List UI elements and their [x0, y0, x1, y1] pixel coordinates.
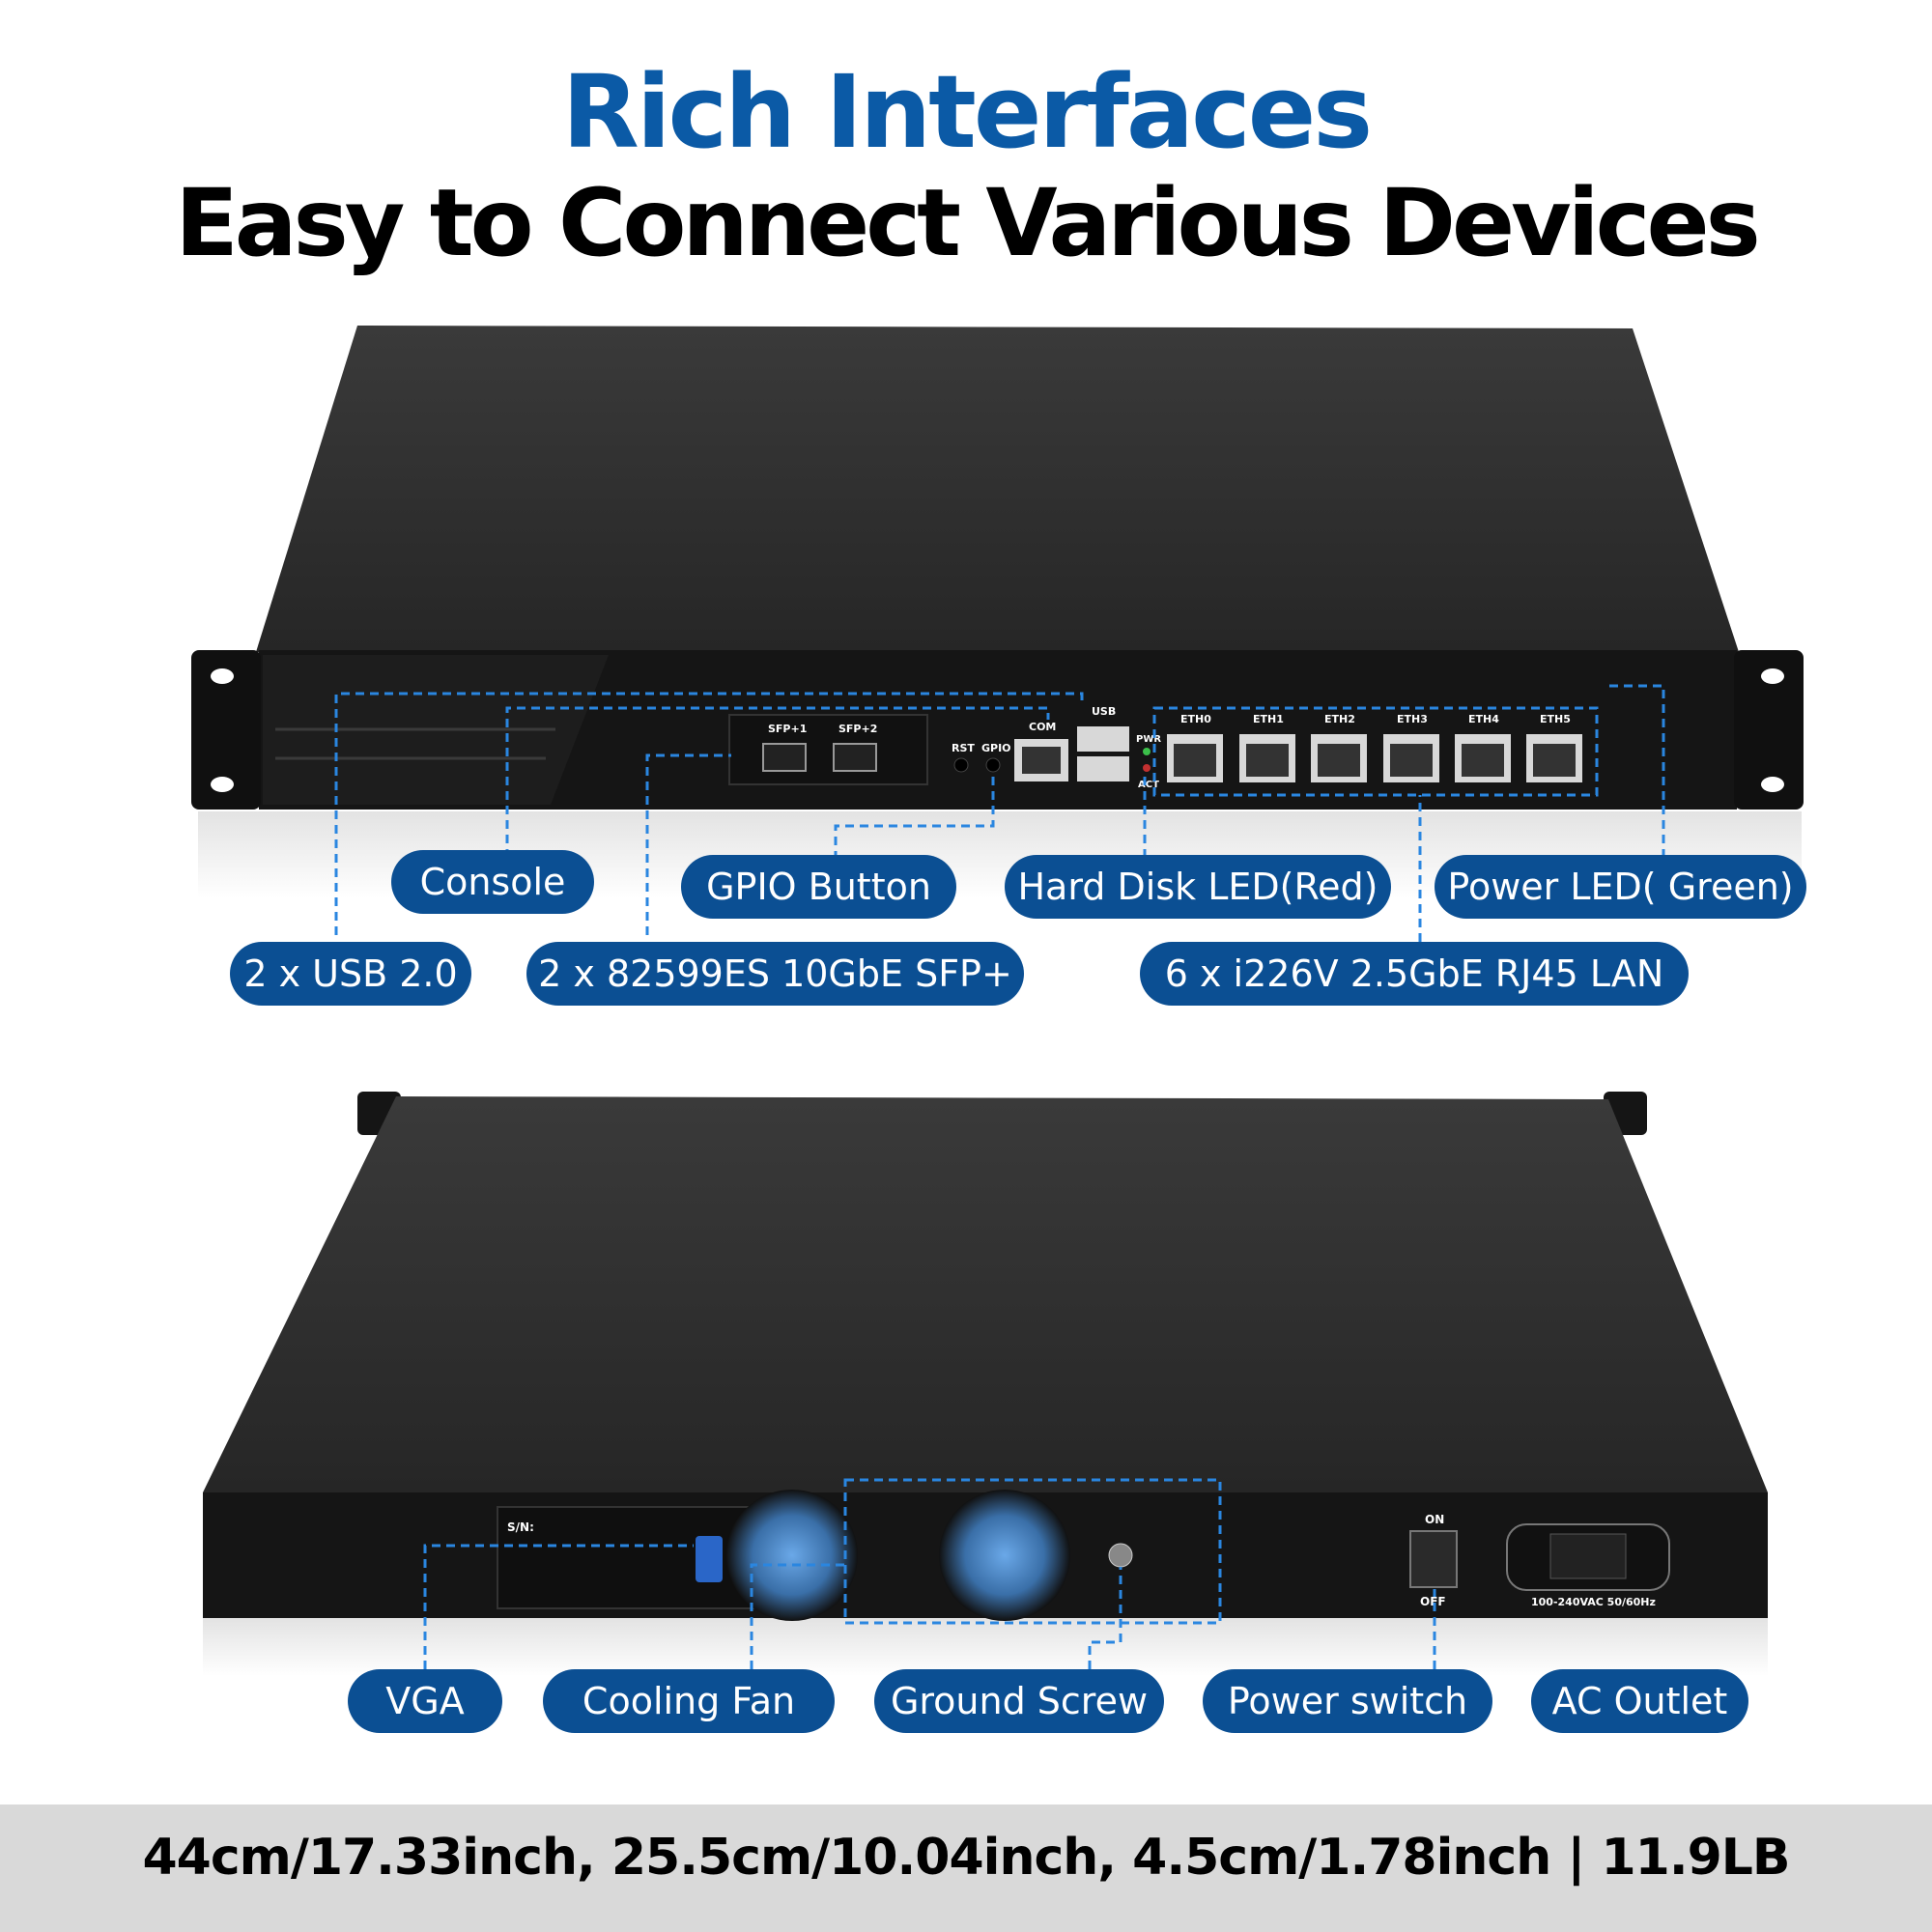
eth-label: ETH5: [1540, 713, 1571, 725]
usb-label: USB: [1092, 705, 1116, 718]
callout-lan: 6 x i226V 2.5GbE RJ45 LAN: [1140, 942, 1689, 1006]
off-label: OFF: [1420, 1595, 1446, 1608]
eth-label: ETH4: [1468, 713, 1499, 725]
ear-hole: [211, 777, 234, 792]
callout-ground-screw: Ground Screw: [874, 1669, 1164, 1733]
sfp2-port: [833, 743, 877, 772]
front-rack-ear-right: [1734, 650, 1804, 810]
power-switch: [1409, 1530, 1458, 1588]
pwr-label: PWR: [1136, 734, 1161, 745]
sn-label: S/N:: [507, 1520, 534, 1534]
gpio-button: [985, 757, 1001, 773]
callout-usb: 2 x USB 2.0: [230, 942, 471, 1006]
rear-unit: S/N: ON OFF 100-240VAC 50/60Hz: [203, 1092, 1768, 1676]
callout-console: Console: [391, 850, 594, 914]
page-title: Rich Interfaces: [561, 53, 1373, 171]
callout-power-led: Power LED( Green): [1435, 855, 1806, 919]
sfp1-port: [762, 743, 807, 772]
callout-ac-outlet: AC Outlet: [1531, 1669, 1748, 1733]
on-label: ON: [1425, 1513, 1444, 1526]
cooling-fan-2: [939, 1490, 1070, 1621]
sfp1-label: SFP+1: [768, 723, 807, 735]
eth-label: ETH0: [1180, 713, 1211, 725]
usb-port-1: [1077, 726, 1129, 752]
footer-bar: [0, 1804, 1932, 1932]
cooling-fan-1: [726, 1490, 858, 1621]
callout-sfp: 2 x 82599ES 10GbE SFP+: [526, 942, 1024, 1006]
rear-reflection: [203, 1618, 1768, 1676]
ground-screw: [1108, 1543, 1133, 1568]
rst-button: [953, 757, 969, 773]
callout-power-switch: Power switch: [1203, 1669, 1492, 1733]
eth-label: ETH2: [1324, 713, 1355, 725]
callout-hdd-led: Hard Disk LED(Red): [1005, 855, 1391, 919]
page-subtitle: Easy to Connect Various Devices: [175, 169, 1761, 277]
callout-gpio-button: GPIO Button: [681, 855, 956, 919]
hdd-led: [1143, 764, 1151, 772]
callout-cooling-fan: Cooling Fan: [543, 1669, 835, 1733]
usb-port-2: [1077, 756, 1129, 781]
rst-label: RST: [952, 742, 975, 754]
eth-ports: ETH0 ETH1 ETH2 ETH3 ETH4 ETH5: [1167, 713, 1582, 782]
ear-hole: [1761, 668, 1784, 684]
vga-port: [696, 1536, 723, 1582]
sfp-cage: [728, 714, 928, 785]
front-callout-lines: [334, 684, 1665, 942]
rear-top-cover: [203, 1096, 1768, 1492]
ear-hole: [211, 668, 234, 684]
sfp2-label: SFP+2: [838, 723, 877, 735]
rear-callout-lines: [423, 1478, 1436, 1669]
front-top-cover: [256, 326, 1739, 652]
front-rack-ear-left: [191, 650, 261, 810]
callout-vga: VGA: [348, 1669, 502, 1733]
dimensions-text: 44cm/17.33inch, 25.5cm/10.04inch, 4.5cm/…: [142, 1829, 1790, 1887]
act-label: ACT: [1138, 780, 1159, 790]
eth-label: ETH3: [1397, 713, 1428, 725]
ear-hole: [1761, 777, 1784, 792]
com-label: COM: [1029, 721, 1056, 733]
power-led: [1143, 748, 1151, 755]
eth-label: ETH1: [1253, 713, 1284, 725]
ac-rating: 100-240VAC 50/60Hz: [1531, 1596, 1656, 1608]
gpio-label: GPIO: [981, 742, 1011, 754]
